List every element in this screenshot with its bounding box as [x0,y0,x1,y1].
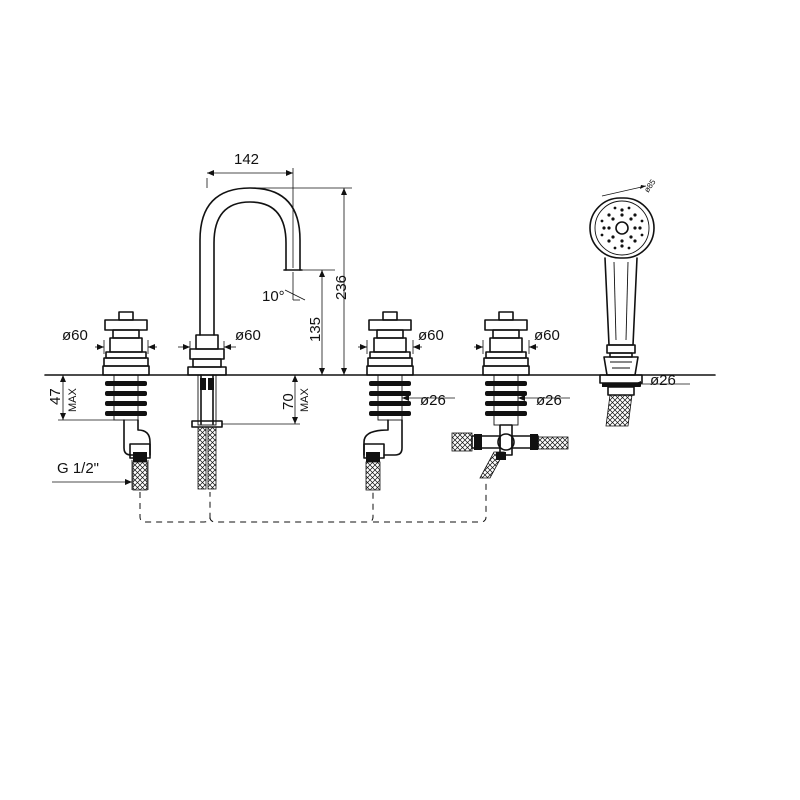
hand-shower [589,197,655,427]
middle-hole-dimension: ø26 [402,392,455,409]
right-flange-dimension: ø60 [474,327,560,354]
thread-label: G 1/2" [57,460,99,477]
total-height-dimension: 236 [250,187,352,375]
spout-height-label: 135 [307,317,324,342]
spout-flange-dimension: ø60 [178,327,261,353]
reach-label: 142 [234,151,259,168]
shank-max-value: 70 [280,393,297,410]
middle-valve [363,311,414,491]
left-flange-dimension: ø60 [62,327,157,354]
deck-max-value: 47 [47,388,64,405]
thread-dimension: G 1/2" [52,460,149,490]
deck-max-label: MAX [67,388,79,413]
spout-angle-marker: 10° [262,272,306,305]
shower-head-dimension: ø85 [601,177,658,197]
left-valve [102,311,151,491]
hose-connections [139,480,487,523]
total-height-label: 236 [333,275,350,300]
reach-dimension: 142 [206,151,294,268]
middle-flange-dimension: ø60 [358,327,444,354]
middle-flange-label: ø60 [418,327,444,344]
right-flange-label: ø60 [534,327,560,344]
right-valve [451,311,569,479]
shank-dimension: 70 MAX [222,375,311,425]
deck-thickness-dimension: 47 MAX [47,375,114,421]
middle-hole-label: ø26 [420,392,446,409]
shower-hole-label: ø26 [650,372,676,389]
right-hole-dimension: ø26 [518,392,570,409]
shower-head-label: ø85 [642,177,658,194]
spout-flange-label: ø60 [235,327,261,344]
shank-max-label: MAX [299,388,311,413]
right-hole-label: ø26 [536,392,562,409]
spout-angle-label: 10° [262,288,285,305]
left-flange-label: ø60 [62,327,88,344]
shower-hole-dimension: ø26 [634,372,690,389]
spout-height-dimension: 135 [300,269,335,375]
